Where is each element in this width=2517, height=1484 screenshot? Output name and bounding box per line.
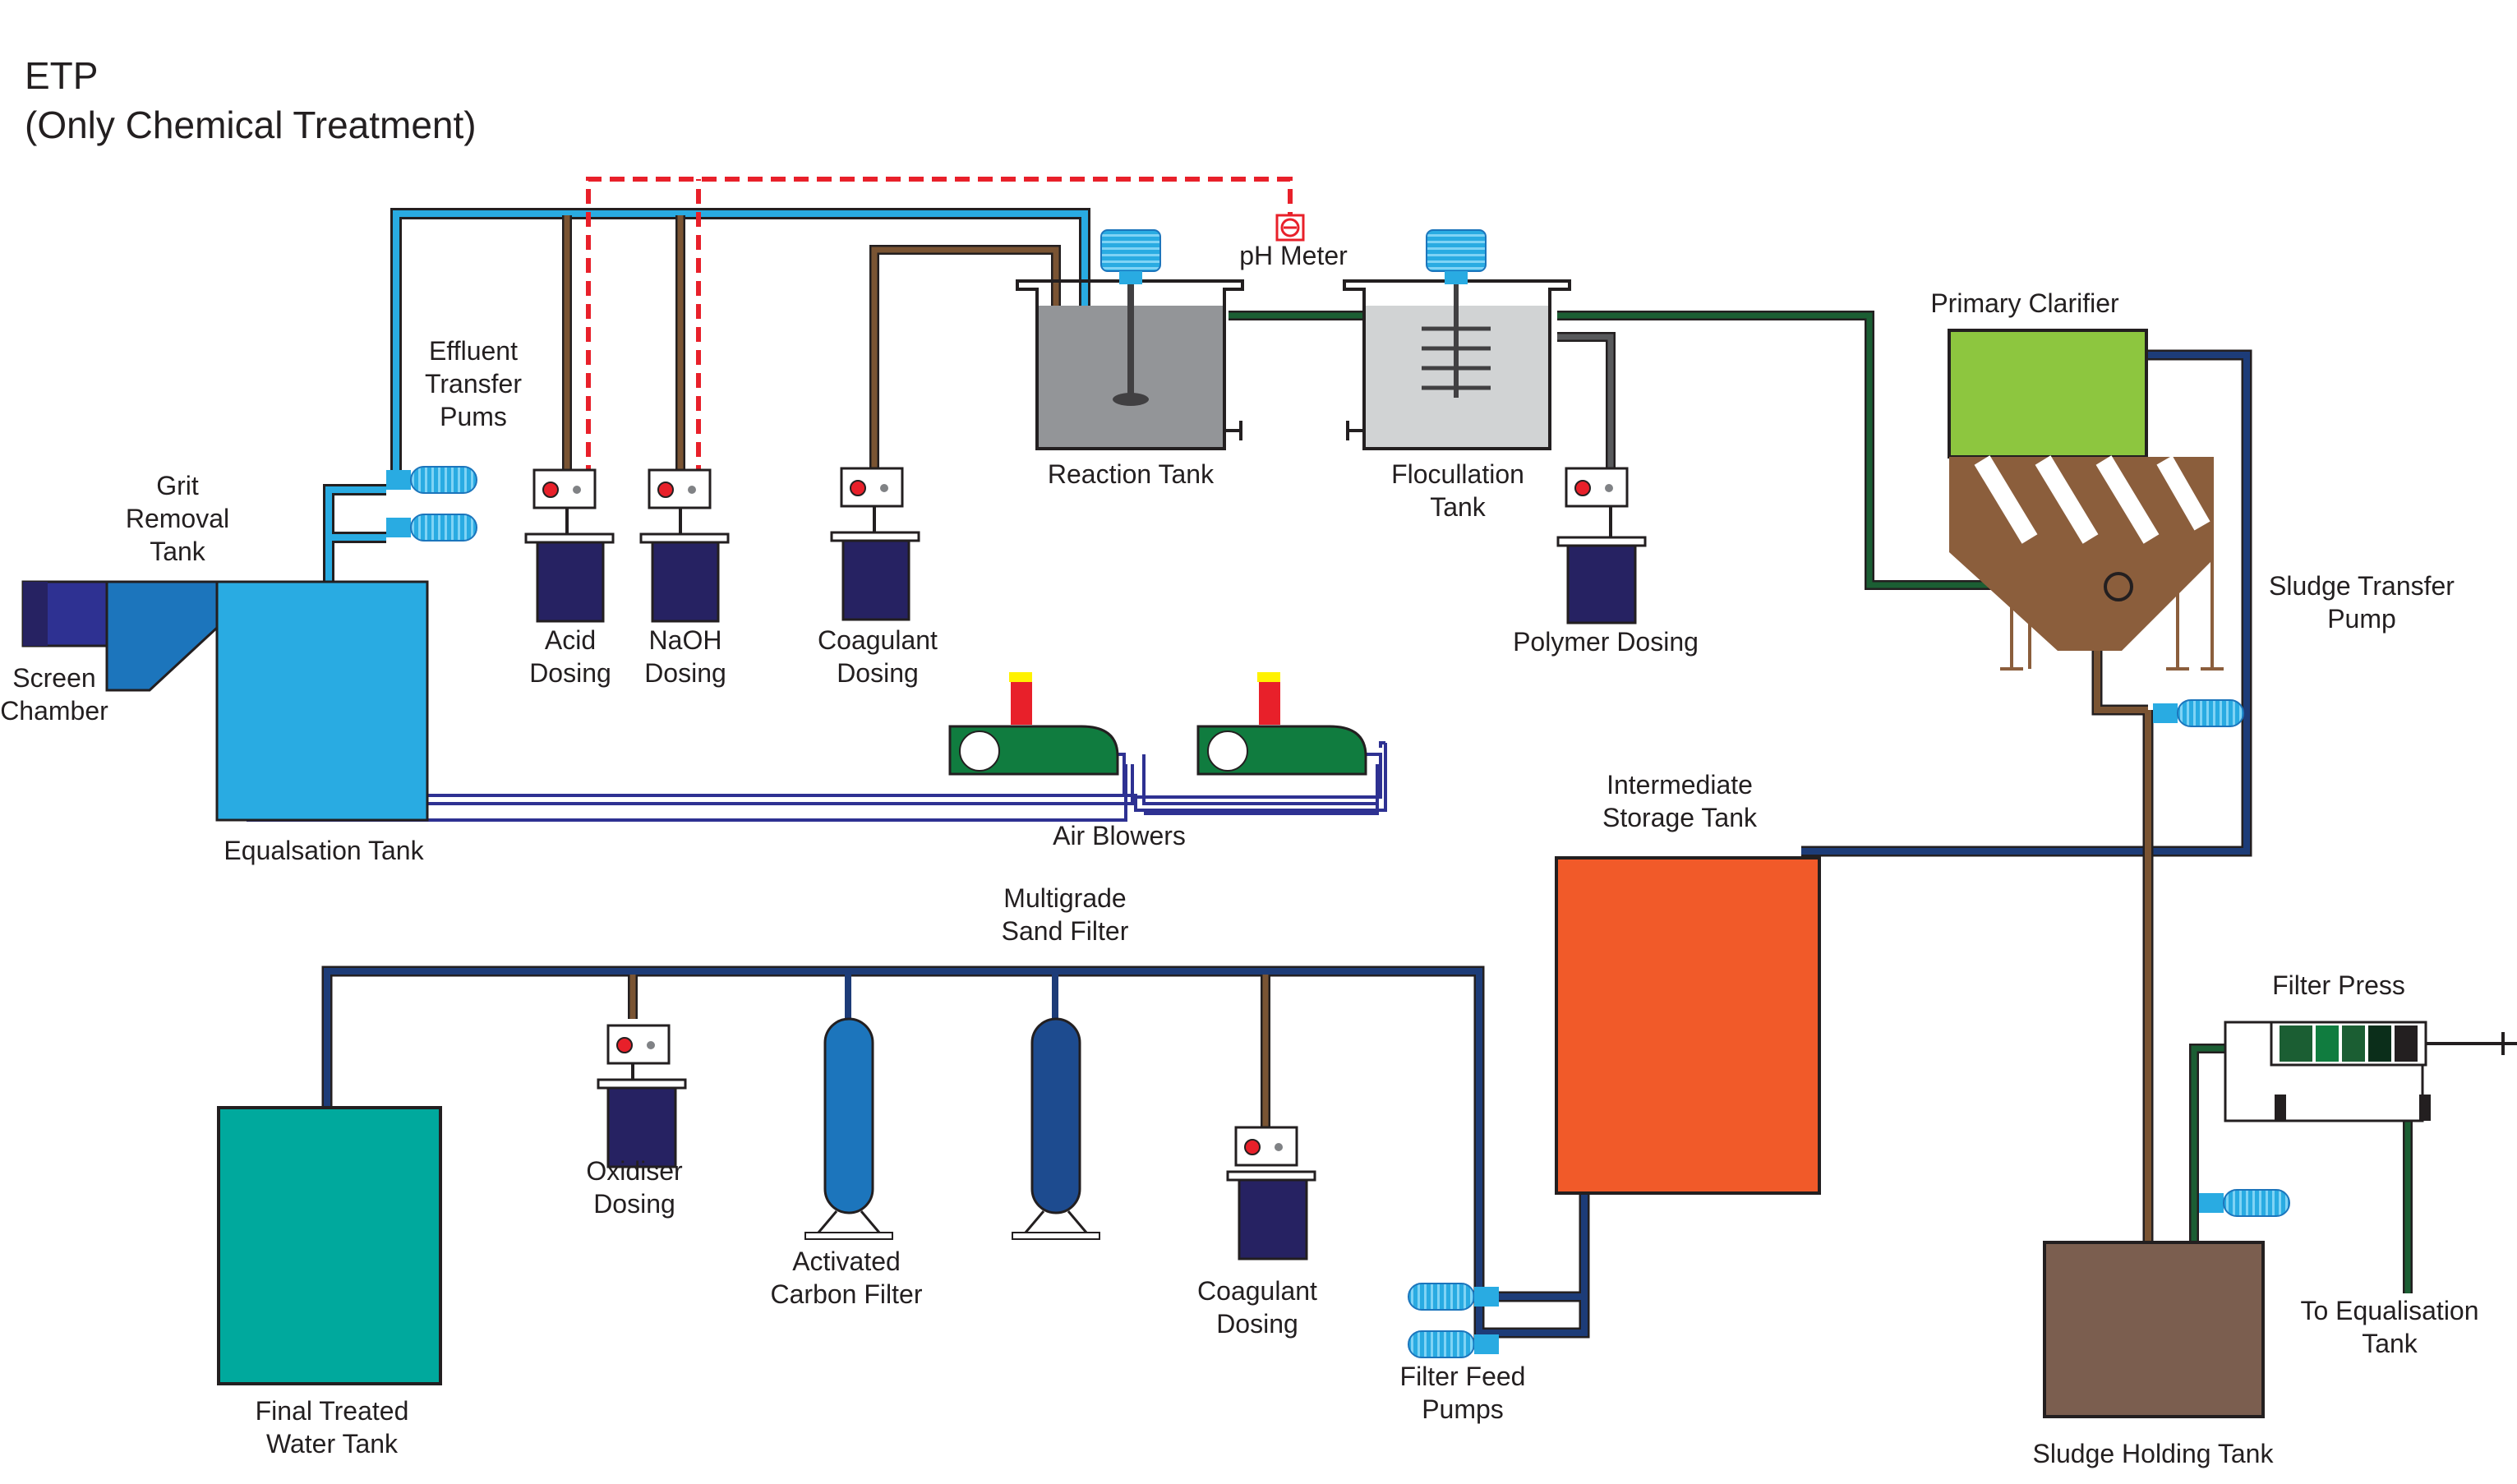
effluent-pump-1: [386, 466, 477, 494]
label-screen-chamber-2: Chamber: [0, 696, 108, 726]
label-filter-feed-1: Filter Feed: [1400, 1362, 1526, 1391]
label-acid-2: Dosing: [529, 658, 611, 688]
primary-clarifier: [1948, 329, 2224, 671]
label-coagulant-top-2: Dosing: [837, 658, 919, 688]
polymer-dosing-unit: [1556, 467, 1647, 624]
label-to-equalisation-1: To Equalisation: [2300, 1296, 2478, 1325]
reaction-tank: [1016, 229, 1244, 450]
multigrade-sand-filter: [1012, 1017, 1100, 1240]
coagulant-dosing-unit-bottom: [1226, 1126, 1316, 1260]
label-naoh-2: Dosing: [644, 658, 726, 688]
label-intermediate-1: Intermediate: [1607, 770, 1753, 800]
intermediate-storage-tank: [1555, 856, 1821, 1195]
label-reaction-tank: Reaction Tank: [1048, 459, 1215, 489]
pipe-polymer: [1557, 332, 1616, 478]
equalisation-tank: [215, 580, 429, 822]
oxidiser-dosing-unit: [597, 1024, 687, 1168]
label-final-tank-2: Water Tank: [266, 1429, 399, 1459]
label-acid-1: Acid: [545, 625, 596, 655]
label-air-blowers: Air Blowers: [1053, 821, 1186, 850]
title-line-1: ETP: [25, 54, 98, 97]
label-grit-3: Tank: [150, 537, 206, 566]
grit-removal-tank: [105, 580, 219, 692]
label-screen-chamber-1: Screen: [12, 663, 95, 693]
label-effluent-3: Pums: [440, 402, 507, 431]
label-equalisation-tank: Equalsation Tank: [224, 836, 424, 865]
label-grit-2: Removal: [126, 504, 229, 533]
naoh-dosing-unit: [639, 468, 730, 623]
label-intermediate-2: Storage Tank: [1602, 803, 1758, 832]
label-polymer-dosing: Polymer Dosing: [1513, 627, 1699, 657]
flocculation-tank: [1343, 229, 1571, 450]
filter-press: [2224, 1021, 2517, 1122]
sludge-holding-tank: [2043, 1241, 2265, 1418]
label-multigrade-1: Multigrade: [1003, 883, 1126, 913]
sludge-return-pump: [2199, 1189, 2290, 1217]
pipe-reaction-to-clarifier: [1229, 311, 2095, 590]
coagulant-dosing-unit-top: [830, 467, 920, 621]
activated-carbon-filter: [804, 1017, 893, 1240]
filter-feed-pump-2: [1408, 1330, 1499, 1358]
label-carbon-2: Carbon Filter: [771, 1279, 923, 1309]
label-coagulant-top-1: Coagulant: [818, 625, 938, 655]
ph-signal-line: [586, 177, 1293, 480]
sludge-transfer-pump: [2153, 699, 2244, 727]
filter-feed-pump-1: [1408, 1283, 1499, 1311]
screen-chamber: [21, 580, 115, 648]
label-effluent-1: Effluent: [429, 336, 518, 366]
pipe-clarifier-to-intermediate: [1801, 349, 2252, 857]
label-final-tank-1: Final Treated: [256, 1396, 409, 1426]
label-oxidiser-1: Oxidiser: [586, 1156, 683, 1186]
label-filter-feed-2: Pumps: [1422, 1394, 1504, 1424]
label-naoh-1: NaOH: [649, 625, 722, 655]
label-multigrade-2: Sand Filter: [1002, 916, 1129, 946]
air-blower-1: [948, 672, 1119, 776]
air-blower-2: [1196, 672, 1367, 776]
ph-meter-sensor: [1275, 214, 1305, 242]
air-pipe-outline: [245, 754, 1379, 822]
label-ph-meter: pH Meter: [1239, 241, 1348, 270]
label-flocculation-1: Flocullation: [1391, 459, 1524, 489]
label-coagulant-bottom-2: Dosing: [1216, 1309, 1298, 1339]
label-to-equalisation-2: Tank: [2362, 1329, 2418, 1358]
pipe-bottom-dosing: [628, 975, 1270, 1127]
label-sludge-transfer-2: Pump: [2327, 604, 2396, 634]
label-sludge-holding: Sludge Holding Tank: [2033, 1439, 2275, 1468]
acid-dosing-unit: [524, 468, 615, 623]
title-line-2: (Only Chemical Treatment): [25, 104, 477, 146]
label-effluent-2: Transfer: [425, 369, 522, 399]
label-filter-press: Filter Press: [2272, 970, 2405, 1000]
label-coagulant-bottom-1: Coagulant: [1197, 1276, 1317, 1306]
label-primary-clarifier: Primary Clarifier: [1930, 288, 2119, 318]
pipe-chemical-dosing: [562, 215, 1061, 477]
label-carbon-1: Activated: [792, 1247, 901, 1276]
label-grit-1: Grit: [156, 471, 199, 500]
label-sludge-transfer-1: Sludge Transfer: [2269, 571, 2455, 601]
pipe-filtration-line: [321, 966, 1590, 1339]
label-oxidiser-2: Dosing: [593, 1189, 675, 1219]
pipe-equalisation-to-reaction: [323, 208, 1090, 583]
final-treated-water-tank: [217, 1106, 442, 1385]
effluent-pump-2: [386, 514, 477, 542]
pipe-sludge-transfer: [2091, 649, 2154, 1242]
label-flocculation-2: Tank: [1430, 492, 1487, 522]
